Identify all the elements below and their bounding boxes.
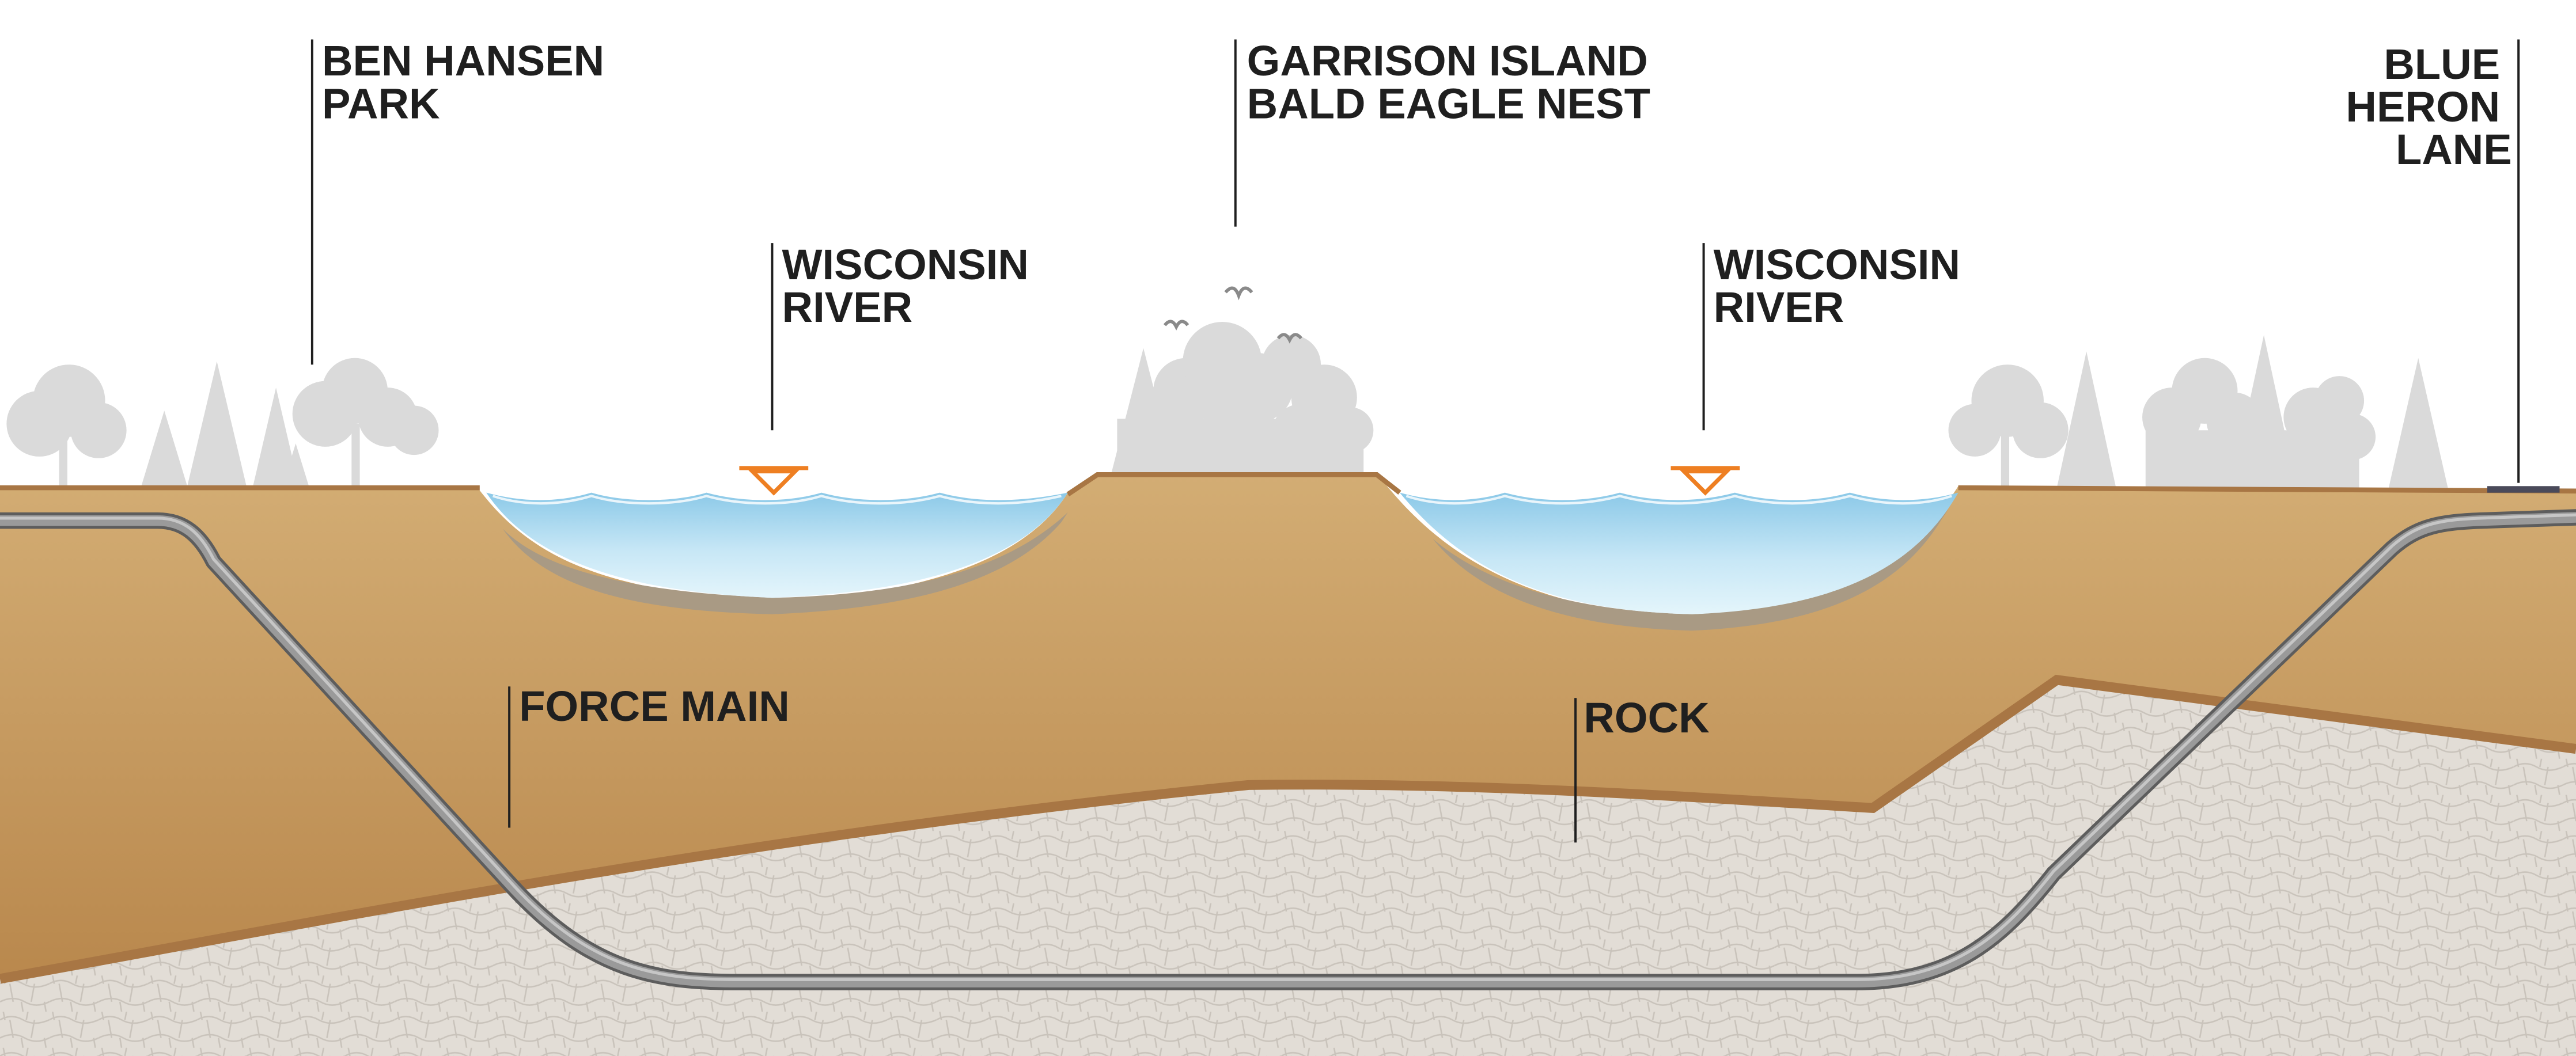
blue-heron-lane-road <box>2487 486 2560 493</box>
rock-boundary-line <box>0 674 2576 984</box>
water-level-symbol-right <box>1670 466 1740 496</box>
leader-lines <box>310 39 2520 843</box>
left-riverbed <box>502 512 1068 614</box>
wisconsin-river-left-line-2: RIVER <box>782 283 913 331</box>
garrison-island-label: GARRISON ISLAND BALD EAGLE NEST <box>1247 37 1660 127</box>
rock-layer <box>0 679 2576 1056</box>
ben-hansen-park-line-2: PARK <box>322 79 440 127</box>
wisconsin-river-right-line-1: WISCONSIN <box>1714 241 1960 288</box>
right-riverbed <box>1432 509 1949 631</box>
wisconsin-river-right-line-2: RIVER <box>1714 283 1844 331</box>
ben-hansen-park-line-1: BEN HANSEN <box>322 37 604 85</box>
wisconsin-river-left-line-1: WISCONSIN <box>782 241 1029 288</box>
rock-line-1: ROCK <box>1584 694 1709 742</box>
wisconsin-river-left-label: WISCONSIN RIVER <box>782 241 1041 331</box>
left-bank-trees <box>6 358 439 487</box>
flying-birds <box>1163 286 1303 344</box>
rock-label: ROCK <box>1584 694 1709 742</box>
right-bank-trees <box>1948 335 2448 488</box>
ground-surface-line <box>0 472 2576 497</box>
blue-heron-lane-line-3: LANE <box>2396 126 2512 173</box>
tree-silhouettes <box>6 322 2448 488</box>
blue-heron-lane-line-1: BLUE <box>2384 40 2500 88</box>
labels: BEN HANSEN PARK GARRISON ISLAND BALD EAG… <box>322 37 2512 742</box>
wisconsin-river-right <box>1399 492 1958 631</box>
wisconsin-river-right-label: WISCONSIN RIVER <box>1714 241 1972 331</box>
ben-hansen-park-label: BEN HANSEN PARK <box>322 37 616 127</box>
blue-heron-lane-line-2: HERON <box>2346 83 2500 131</box>
right-river-water <box>1399 492 1958 614</box>
garrison-island-line-1: GARRISON ISLAND <box>1247 37 1648 85</box>
force-main-pipe <box>0 509 2576 990</box>
island-trees <box>1110 322 1374 477</box>
left-river-water <box>486 492 1068 598</box>
force-main-label: FORCE MAIN <box>519 682 790 730</box>
garrison-island-line-2: BALD EAGLE NEST <box>1247 79 1650 127</box>
blue-heron-lane-label: BLUE HERON LANE <box>2346 40 2511 173</box>
wisconsin-river-left <box>486 492 1068 614</box>
water-level-symbol-left <box>739 466 809 496</box>
force-main-line-1: FORCE MAIN <box>519 682 790 730</box>
